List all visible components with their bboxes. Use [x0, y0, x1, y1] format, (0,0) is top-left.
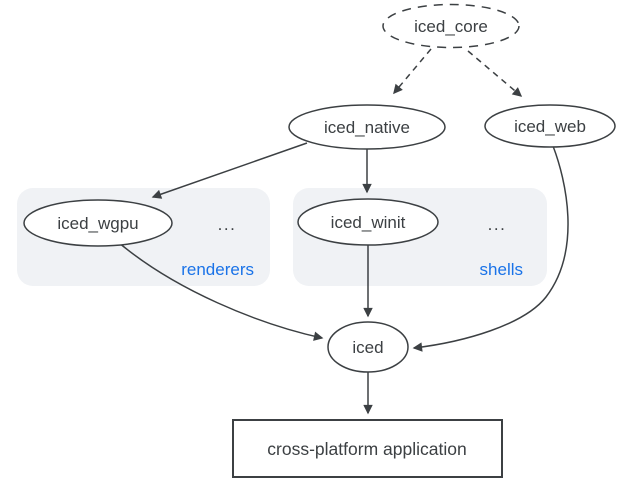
node-iced-wgpu: [23, 199, 173, 247]
node-iced-core: [382, 3, 520, 49]
shells-ellipsis: ...: [488, 215, 507, 234]
edge-iced_native-iced_wgpu: [151, 142, 308, 199]
edge-iced_wgpu-iced: [117, 241, 324, 341]
edge-iced_core-iced_web: [467, 50, 523, 97]
renderers-ellipsis: ...: [218, 215, 237, 234]
node-iced-label: iced: [352, 338, 383, 357]
edge-iced_core-iced_native: [393, 48, 432, 95]
node-iced-core-label: iced_core: [414, 17, 488, 36]
node-cross-platform-application: [232, 419, 503, 478]
node-iced-web-label: iced_web: [514, 117, 586, 136]
node-iced-web: [484, 104, 616, 148]
node-iced-winit: [297, 198, 439, 246]
node-iced: [327, 321, 409, 373]
node-iced-wgpu-label: iced_wgpu: [57, 214, 138, 233]
shells-group-label: shells: [480, 260, 523, 279]
edge-iced_web-iced: [412, 145, 569, 352]
node-cross-platform-application-label: cross-platform application: [267, 439, 466, 459]
node-iced-native: [288, 104, 446, 150]
node-iced-winit-label: iced_winit: [331, 213, 406, 232]
node-iced-native-label: iced_native: [324, 118, 410, 137]
renderers-group-label: renderers: [181, 260, 254, 279]
